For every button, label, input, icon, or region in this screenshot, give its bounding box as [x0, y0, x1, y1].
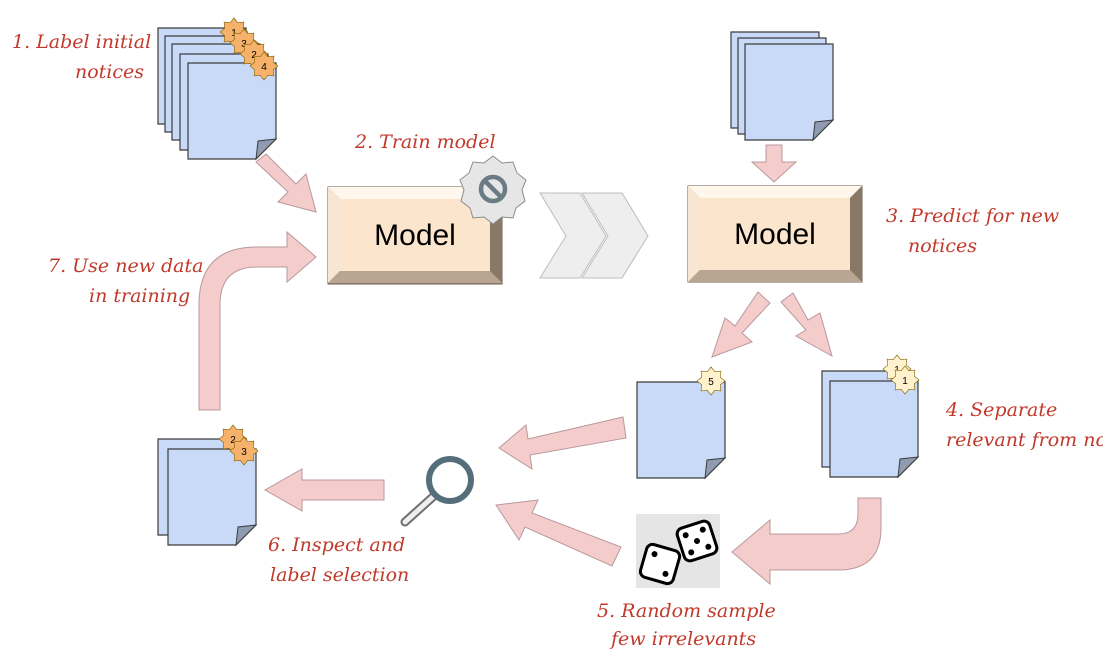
arrow-down-to-predict — [750, 144, 798, 183]
arrow-to-model — [255, 153, 317, 213]
arrow-to-relevant — [780, 292, 833, 358]
arrow-to-random-sample — [731, 497, 882, 586]
badge-star-icon: 1 — [890, 365, 920, 395]
step-4-label: 4. Separate relevant from not — [945, 399, 1103, 451]
step-3-label: 3. Predict for new notices — [886, 205, 1065, 257]
step-7-label: 7. Use new data in training — [48, 255, 210, 307]
badge-number: 2 — [230, 435, 236, 446]
prediction-model-box: Model — [687, 185, 863, 283]
arrow-sample-to-inspect — [495, 499, 622, 567]
new-notices-stack — [730, 31, 834, 141]
model-label: Model — [734, 218, 816, 251]
gear-icon — [459, 155, 527, 225]
badge-star-icon: 2 — [239, 39, 269, 69]
badge-number: 3 — [241, 447, 247, 458]
badge-star-icon: 3 — [229, 436, 259, 466]
step-5-label: 5. Random sample few irrelevants — [597, 600, 782, 650]
training-model-box: Model — [327, 186, 503, 285]
irrelevant-document — [636, 381, 726, 479]
step-1-label: 1. Label initial notices — [12, 31, 157, 83]
badge-number: 5 — [708, 377, 714, 388]
prohibited-icon — [478, 174, 508, 204]
badge-star-icon: 2 — [218, 424, 248, 454]
badge-number: 4 — [261, 62, 267, 73]
badge-star-icon: 5 — [696, 366, 726, 396]
badge-number: 2 — [251, 50, 257, 61]
arrow-to-irrelevant — [711, 291, 771, 358]
arrow-irrelevant-to-inspect — [498, 416, 627, 471]
model-label: Model — [374, 219, 456, 252]
dice-icon — [636, 514, 720, 588]
step-2-label: 2. Train model — [354, 131, 496, 153]
initial-label-badges: 1 3 2 4 — [219, 17, 279, 81]
arrow-back-to-training — [198, 230, 317, 411]
badge-star-icon: 4 — [249, 51, 279, 81]
arrow-to-selection — [263, 468, 385, 512]
step-6-label: 6. Inspect and label selection — [268, 534, 411, 586]
magnifier-icon — [400, 456, 474, 527]
badge-number: 1 — [902, 376, 908, 387]
chevron-right-icon — [539, 192, 649, 279]
